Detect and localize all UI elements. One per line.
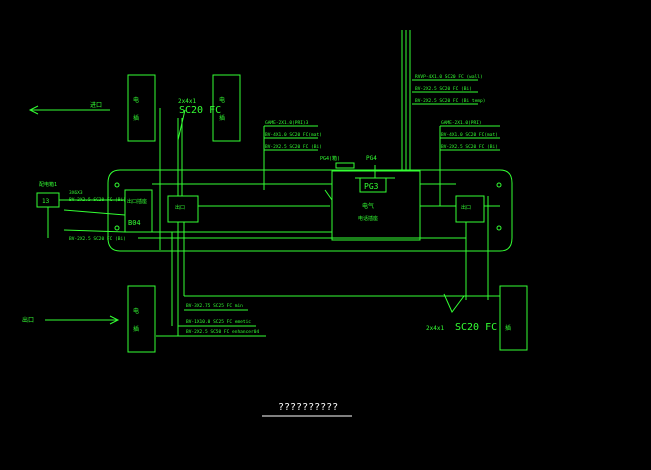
box-left-code: B04 [128,219,141,227]
conduit-bottom-prefix: 2x4x1 [426,325,444,332]
cable-right-1: GAME-2X1.0(PRI) [441,120,482,126]
inner-box-right-text: 出口 [461,204,471,211]
cable-left-1: 3X6X3 [69,190,83,196]
arrow-bottom-label: 出口 [22,316,34,324]
cable-top-1: RVVP-4X1.0 SC20 FC (wall) [415,74,483,80]
box-bottom-right-text: 插 [505,324,511,332]
cable-top-2: BV-2X2.5 SC20 FC (Bi) [415,86,472,92]
cable-bottom-2: BV-1X10.0 SC25 FC emetic [186,319,251,325]
cable-left-2: BV-2X2.5 SC20 FC (Bi) [69,197,126,203]
box-top-left-text2: 插 [133,114,139,122]
conduit-top-label: SC20 FC [179,105,221,116]
arrow-bottom-head [109,315,120,325]
box-top-right-text1: 电 [219,96,225,104]
pg4-device [335,162,355,169]
box-top-left [127,74,156,142]
cable-bottom-1: BV-3X2.75 SC25 FC min [186,303,243,309]
rail-mark [114,182,120,188]
box-top-left-text1: 电 [133,96,139,104]
small-box-13-text: 13 [42,198,50,205]
inner-box-left-text: 出口 [175,204,185,211]
box-bottom-right [499,285,528,351]
box-bottom-left [127,285,156,353]
cable-mid-2: BV-4X1.0 SC20 FC(mat) [265,132,322,138]
conduit-bottom-label: SC20 FC [455,322,497,333]
center-box [331,170,421,241]
pg4-label: PG4 [366,155,377,162]
pg4-dev-label: PG4(箱) [320,155,340,162]
box-bottom-left-text1: 电 [133,307,139,315]
inner-box-left [167,195,199,223]
rail-mark [496,225,502,231]
cable-top-3: BV-2X2.5 SC20 FC (Bi temp) [415,98,485,104]
center-box-text1: 电气 [362,202,374,210]
inner-box-right [455,195,485,223]
box-top-right [212,74,241,142]
box-top-right-text2: 插 [219,114,225,122]
center-box-text2: 电话插座 [358,215,378,222]
main-rail-outline [107,169,513,252]
cable-left-3: BV-2X2.5 SC20 FC (Bi) [69,236,126,242]
arrow-top-label: 进口 [90,101,102,109]
cable-right-3: BV-2X2.5 SC20 FC (Bi) [441,144,498,150]
drawing-title: ?????????? [278,402,338,413]
switch-mark [324,189,333,201]
box-bottom-left-text2: 插 [133,325,139,333]
arrow-top-head [28,105,39,115]
cable-right-2: BV-4X1.0 SC20 FC(mat) [441,132,498,138]
conduit-top-prefix: 2x4x1 [178,98,196,105]
conduit-bottom-slash [443,293,465,313]
cable-mid-1: GAME-2X1.0(PRI)3 [265,120,309,126]
feed-line [63,229,126,233]
cable-bottom-3: BV-2X2.5 SC50 FC enhancer04 [186,329,259,335]
small-box-13-label: 配电箱1 [39,181,57,188]
rail-mark [114,225,120,231]
box-left-b04 [124,189,153,233]
pg3-label: PG3 [364,182,379,191]
rail-mark [496,182,502,188]
feed-line [63,209,126,216]
box-left-label: 出口插座 [127,198,147,205]
cable-mid-3: BV-2X2.5 SC20 FC (Bi) [265,144,322,150]
